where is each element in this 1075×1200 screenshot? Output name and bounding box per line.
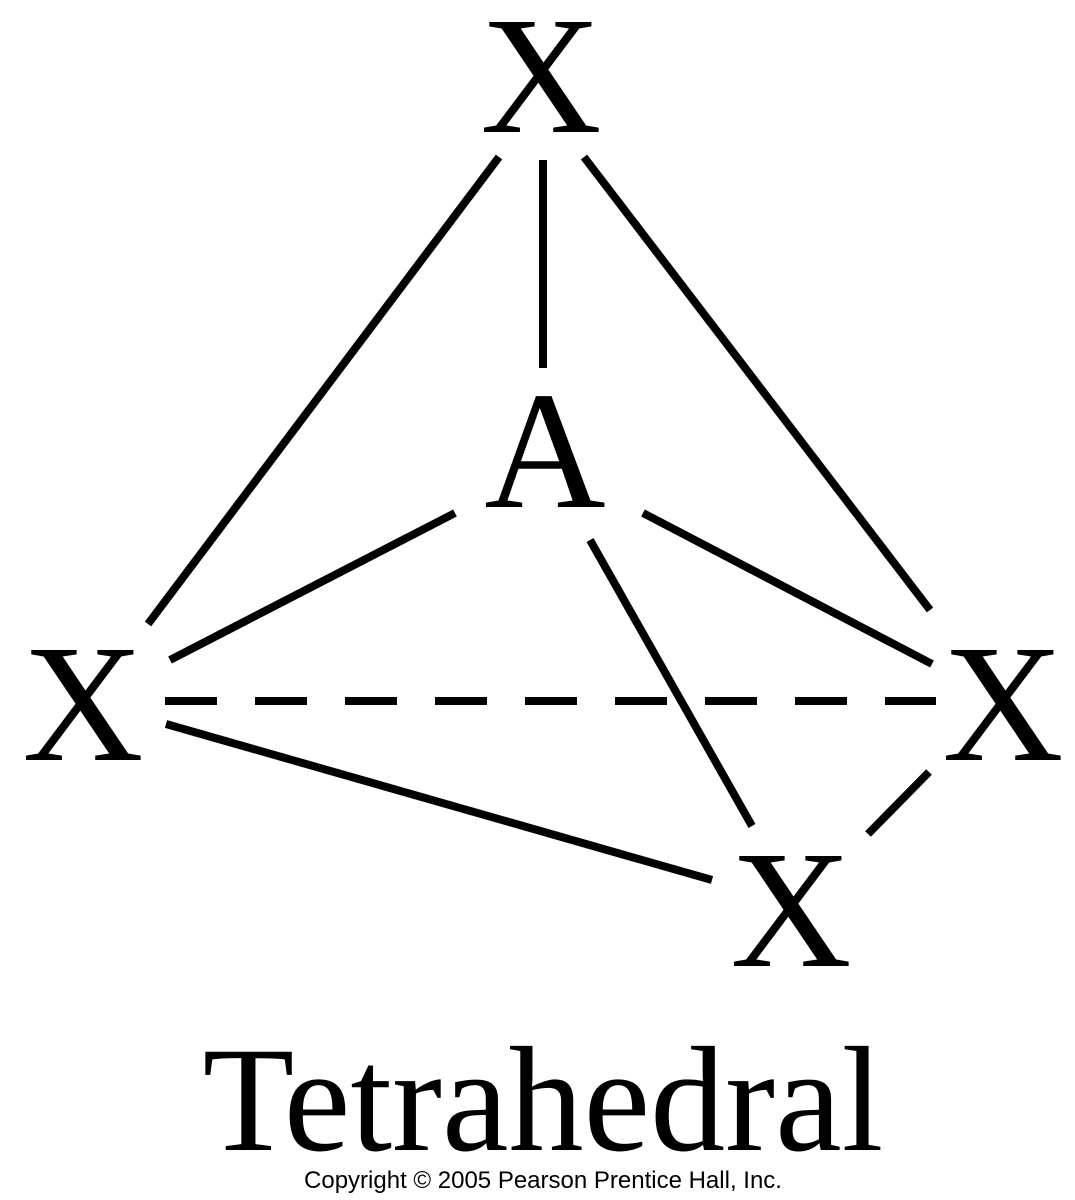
edge-left-to-bottom [164, 720, 714, 884]
central-atom: A [484, 358, 605, 544]
bond-center-to-left [168, 509, 457, 664]
ligand-atom-bottom: X [730, 817, 851, 1003]
bond-lines [144, 154, 936, 884]
geometry-title: Tetrahedral [203, 1017, 884, 1183]
ligand-atom-right: X [942, 611, 1063, 797]
edge-top-to-right [580, 154, 934, 613]
bond-center-to-right [641, 509, 934, 668]
ligand-atom-top: X [480, 0, 601, 169]
atom-labels: X A X X X [22, 0, 1063, 1003]
ligand-atom-left: X [22, 611, 143, 797]
edge-right-to-bottom [865, 769, 932, 837]
edge-top-to-left [144, 154, 503, 627]
copyright-notice: Copyright © 2005 Pearson Prentice Hall, … [304, 1167, 782, 1194]
bond-center-to-bottom [586, 538, 756, 828]
